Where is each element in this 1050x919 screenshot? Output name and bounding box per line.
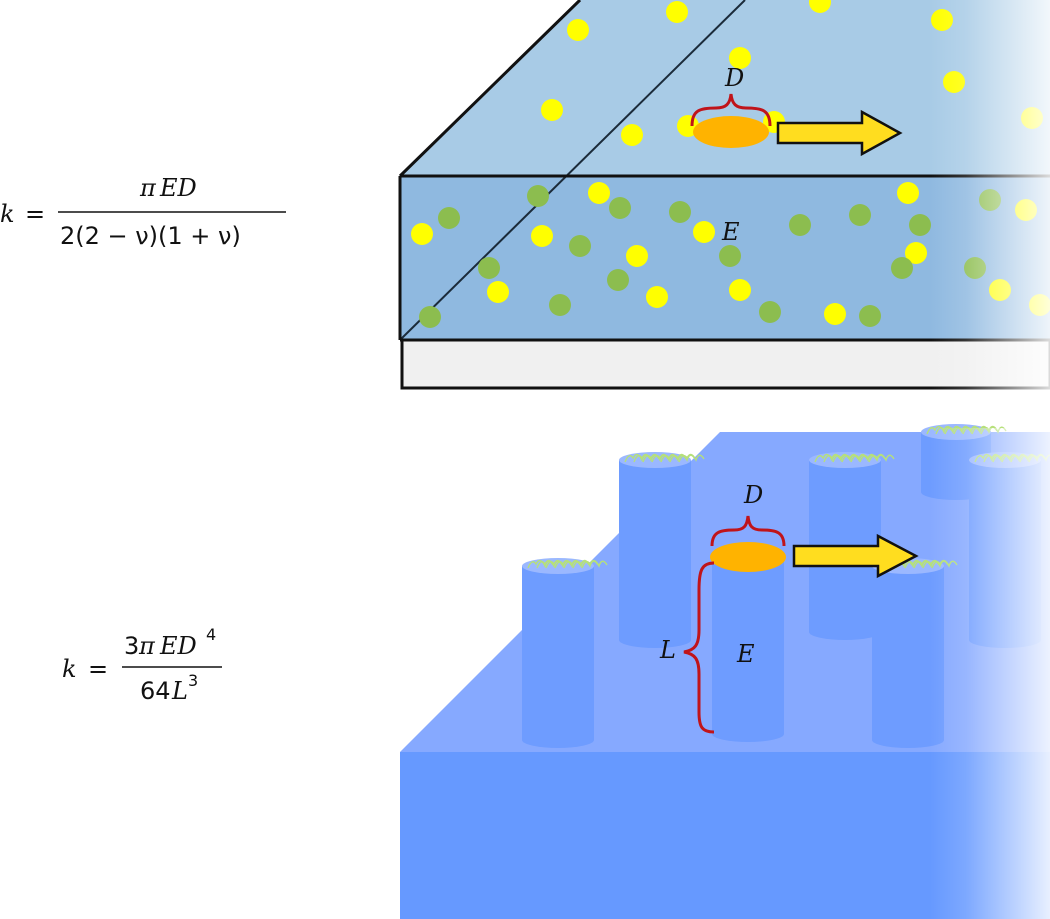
eq1-equals: =: [25, 200, 45, 228]
yellow-particle: [541, 99, 563, 121]
eq2-numerator-coef: 3: [124, 632, 139, 660]
cell: [693, 116, 769, 148]
yellow-particle: [588, 182, 610, 204]
yellow-particle: [411, 223, 433, 245]
cell-on-pillar: [710, 542, 786, 572]
green-particle: [527, 185, 549, 207]
eq2-denominator-var: L: [171, 677, 188, 705]
eq2-numerator-pi: π: [138, 632, 156, 660]
fiber-coating: [814, 453, 895, 463]
yellow-particle: [824, 303, 846, 325]
fade-overlay: [930, 0, 1050, 392]
micropillar: [522, 558, 608, 748]
micropillar: [619, 452, 705, 648]
green-particle: [478, 257, 500, 279]
fiber-coating: [527, 559, 608, 569]
eq2-numerator-vars: ED: [159, 632, 197, 660]
green-particle: [909, 214, 931, 236]
green-particle: [891, 257, 913, 279]
diameter-brace: [690, 93, 772, 127]
micropillar-panel: D L E: [400, 424, 1050, 919]
diameter-label: D: [724, 64, 744, 92]
yellow-particle: [693, 221, 715, 243]
yellow-particle: [646, 286, 668, 308]
yellow-particle: [567, 19, 589, 41]
yellow-particle: [809, 0, 831, 13]
eq1-numerator-pi: π: [139, 174, 157, 202]
yellow-particle: [487, 281, 509, 303]
green-particle: [849, 204, 871, 226]
modulus-label: E: [721, 218, 740, 246]
eq2-numerator-exp: 4: [206, 625, 216, 644]
pillar-equation: k = 3 π ED 4 64 L 3: [62, 625, 222, 705]
green-particle: [669, 201, 691, 223]
green-particle: [549, 294, 571, 316]
gel-inner-edge: [399, 0, 746, 341]
eq1-lhs: k: [0, 200, 15, 228]
yellow-particle: [905, 242, 927, 264]
pillar-length-brace: [683, 561, 715, 734]
green-particle: [607, 269, 629, 291]
green-particle: [859, 305, 881, 327]
yellow-particle: [626, 245, 648, 267]
green-particle: [569, 235, 591, 257]
yellow-particle: [666, 1, 688, 23]
fiber-coating: [624, 453, 705, 463]
pillar-diameter-brace: [710, 515, 786, 547]
eq2-denominator-coef: 64: [140, 677, 171, 705]
pillar-diameter-label: D: [743, 481, 763, 509]
green-particle: [438, 207, 460, 229]
green-particle: [789, 214, 811, 236]
eq1-numerator-vars: ED: [159, 174, 197, 202]
eq2-lhs: k: [62, 655, 77, 683]
green-particle: [719, 245, 741, 267]
flat-hydrogel-panel: D E: [398, 0, 1050, 392]
migration-arrow: [776, 109, 903, 157]
pillar-fade-overlay: [930, 428, 1050, 919]
pillar-length-label: L: [659, 636, 676, 664]
pillar-migration-arrow: [792, 533, 919, 579]
yellow-particle: [531, 225, 553, 247]
green-particle: [609, 197, 631, 219]
eq1-denominator: 2(2 − ν)(1 + ν): [60, 222, 241, 250]
yellow-particle: [621, 124, 643, 146]
green-particle: [419, 306, 441, 328]
yellow-particle: [897, 182, 919, 204]
eq2-equals: =: [88, 655, 108, 683]
pillar-modulus-label: E: [736, 640, 755, 668]
yellow-particle: [729, 279, 751, 301]
eq2-denominator-exp: 3: [188, 671, 198, 690]
gel-outline-top: [398, 0, 582, 178]
yellow-particle: [729, 47, 751, 69]
flat-gel-equation: k = π ED 2(2 − ν)(1 + ν): [0, 174, 286, 250]
green-particle: [759, 301, 781, 323]
gel-particles: [411, 0, 1050, 328]
